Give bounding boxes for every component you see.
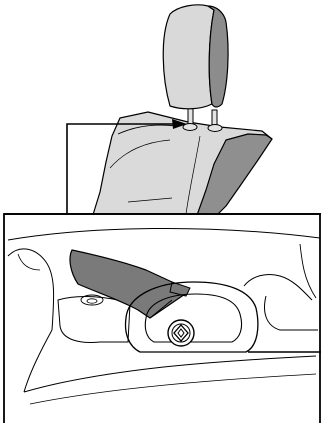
headrest-front <box>163 5 214 109</box>
headrest-guide-right <box>208 125 222 132</box>
detail-view <box>4 214 321 423</box>
seat-overview <box>92 5 272 218</box>
detail-frame <box>4 214 320 423</box>
headrest-release-button <box>168 320 194 346</box>
